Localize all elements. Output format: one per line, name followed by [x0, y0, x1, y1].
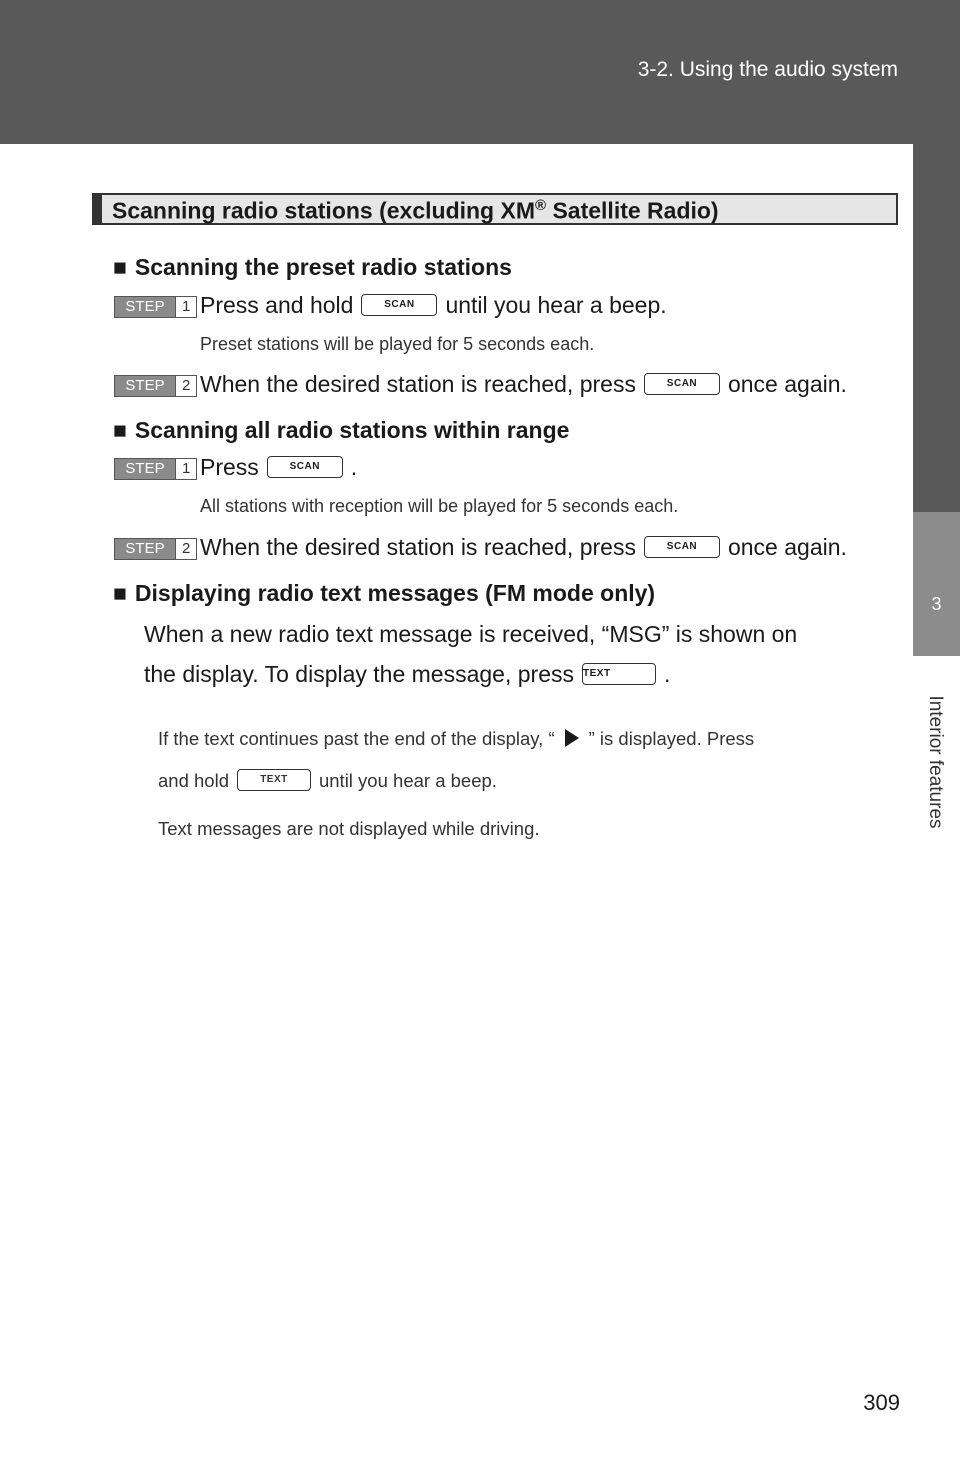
right-arrow-icon	[564, 729, 579, 748]
step-text-end: once again.	[727, 371, 847, 397]
step-text-end: .	[350, 454, 358, 480]
step-label: STEP	[115, 376, 175, 396]
step-number: 2	[175, 539, 197, 559]
step-note: Preset stations will be played for 5 sec…	[200, 334, 595, 354]
heading-text: Scanning the preset radio stations	[134, 254, 512, 280]
square-bullet-icon: ■	[113, 417, 127, 443]
text-button-icon: TEXT	[236, 769, 311, 792]
step-text: When the desired station is reached, pre…	[200, 534, 636, 560]
section-title: Scanning radio stations (excluding XM® S…	[112, 197, 719, 225]
section-title-bar	[94, 195, 102, 223]
square-bullet-icon: ■	[113, 254, 127, 280]
body-line: the display. To display the message, pre…	[144, 654, 892, 694]
step-instruction: When the desired station is reached, pre…	[200, 371, 847, 398]
step-label: STEP	[115, 297, 175, 317]
heading-text: Displaying radio text messages (FM mode …	[134, 580, 656, 606]
step-text-end: until you hear a beep.	[445, 292, 667, 318]
step-label: STEP	[115, 539, 175, 559]
square-bullet-icon: ■	[113, 580, 127, 606]
breadcrumb: 3-2. Using the audio system	[637, 58, 898, 81]
note-text: If the text continues past the end of th…	[158, 728, 555, 749]
step-text: Press	[200, 454, 259, 480]
step-text: Press and hold	[200, 292, 354, 318]
text-button-icon: TEXT	[582, 662, 656, 685]
page-number: 309	[863, 1390, 900, 1415]
step-instruction: Press SCAN.	[200, 454, 357, 481]
note-line: and hold TEXT until you hear a beep.	[158, 769, 497, 793]
step-number: 1	[175, 297, 197, 317]
body-text-end: .	[664, 661, 671, 687]
chapter-number-tab: 3	[913, 512, 960, 656]
body-line: When a new radio text message is receive…	[144, 621, 798, 647]
step-note: All stations with reception will be play…	[200, 496, 679, 516]
note-line: Text messages are not displayed while dr…	[158, 818, 540, 839]
note-text: and hold	[158, 770, 229, 791]
chapter-tab	[913, 144, 960, 512]
page-header: 3-2. Using the audio system	[0, 0, 960, 144]
scan-button-icon: SCAN	[643, 372, 720, 395]
step-text-end: once again.	[727, 534, 847, 560]
step-instruction: When the desired station is reached, pre…	[200, 534, 847, 561]
scan-button-icon: SCAN	[266, 455, 343, 478]
note-line: If the text continues past the end of th…	[158, 728, 754, 750]
section-title-text-end: Satellite Radio)	[546, 197, 719, 224]
note-text-end: ” is displayed. Press	[588, 728, 755, 749]
chapter-label-tab: Interior features	[900, 656, 960, 866]
heading-text: Scanning all radio stations within range	[134, 417, 570, 443]
step-number: 1	[175, 459, 197, 479]
step-number: 2	[175, 376, 197, 396]
section-title-text: Scanning radio stations (excluding XM	[112, 197, 535, 224]
chapter-label: Interior features	[925, 695, 946, 829]
scan-button-icon: SCAN	[361, 293, 438, 316]
step-text: When the desired station is reached, pre…	[200, 371, 636, 397]
body-text: the display. To display the message, pre…	[144, 661, 574, 687]
registered-mark: ®	[535, 197, 547, 214]
step-label: STEP	[115, 459, 175, 479]
heading-scan-preset: ■ Scanning the preset radio stations	[113, 254, 512, 281]
note-text-end: until you hear a beep.	[318, 770, 497, 791]
chapter-number: 3	[931, 594, 942, 614]
section-title-box: Scanning radio stations (excluding XM® S…	[92, 193, 898, 225]
body-paragraph: When a new radio text message is receive…	[144, 614, 892, 694]
scan-button-icon: SCAN	[643, 535, 720, 558]
heading-radio-text: ■ Displaying radio text messages (FM mode…	[113, 580, 655, 607]
step-instruction: Press and hold SCAN until you hear a beep.	[200, 292, 667, 319]
heading-scan-all: ■ Scanning all radio stations within rang…	[113, 417, 569, 444]
